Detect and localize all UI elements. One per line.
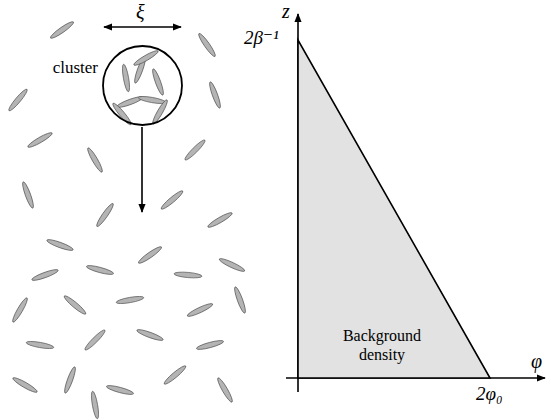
- rod: [136, 328, 164, 342]
- axis-value: 2φ₀: [476, 384, 503, 405]
- rod: [31, 268, 59, 282]
- node-outline: [102, 45, 183, 126]
- node-label: cluster: [53, 58, 98, 78]
- rod: [90, 391, 100, 419]
- rod: [233, 286, 247, 314]
- node-label: Background density: [334, 327, 430, 364]
- rod: [163, 364, 188, 386]
- rod: [197, 32, 217, 58]
- axis-label: z: [282, 0, 290, 22]
- background-triangle: Background density: [298, 40, 490, 378]
- rod: [207, 211, 234, 230]
- rod: [133, 49, 160, 68]
- rod: [11, 297, 30, 324]
- cluster-circle: cluster: [102, 45, 183, 126]
- rod: [218, 257, 246, 274]
- rod: [63, 294, 88, 316]
- rod: [160, 189, 185, 211]
- rod: [26, 340, 54, 350]
- rod: [46, 238, 74, 252]
- rod: [121, 64, 131, 92]
- cluster-outline: [103, 46, 182, 125]
- rod: [86, 264, 114, 276]
- width-arrow: [104, 26, 181, 28]
- rod: [196, 339, 224, 351]
- rod: [208, 81, 222, 109]
- rod: [116, 295, 144, 305]
- width-symbol: ξ: [136, 1, 145, 23]
- rod: [174, 271, 202, 279]
- rod: [95, 202, 115, 228]
- rod: [138, 95, 166, 105]
- rod: [186, 302, 214, 319]
- rod: [27, 131, 54, 150]
- rod: [7, 88, 29, 113]
- rod: [21, 181, 35, 209]
- rod: [106, 384, 134, 396]
- rod: [63, 366, 77, 394]
- rod: [216, 377, 235, 404]
- rod: [12, 376, 39, 395]
- rod: [83, 328, 106, 351]
- rod: [49, 20, 75, 40]
- rod: [151, 68, 165, 96]
- rod: [183, 138, 206, 161]
- density-profile: [298, 40, 490, 378]
- rod: [137, 245, 163, 265]
- rod: [86, 147, 105, 174]
- rod-particles: [7, 20, 247, 419]
- axis-value: 2β⁻¹: [244, 28, 279, 49]
- sedimentation-arrow: [141, 127, 143, 212]
- axis-label: φ: [531, 350, 542, 372]
